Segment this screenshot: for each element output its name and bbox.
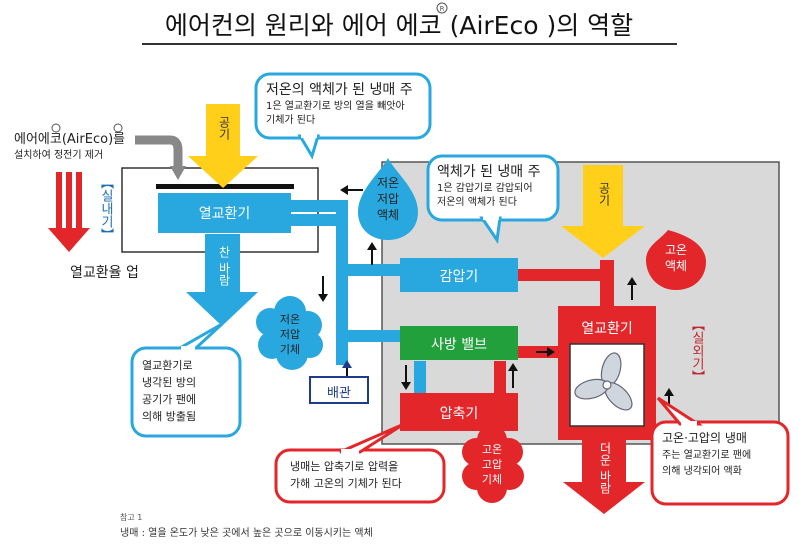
blue-piping	[290, 200, 426, 395]
bubble-mid-line1: 1은 감압기로 감압되어	[437, 183, 533, 194]
filter-bar	[156, 184, 294, 189]
cloud-low-gas-shape	[256, 296, 323, 370]
bubble-mid-line2: 저온의 액체가 된다	[437, 197, 517, 208]
air-right-arrow	[561, 165, 645, 258]
expansion-valve-label: 감압기	[439, 269, 479, 285]
air-right-label: 공기	[597, 182, 611, 206]
bubble-bottom: 냉매는 압축기로 압력을 가해 고온의 기체가 된다	[290, 458, 402, 492]
aireco-note-line2: 설치하여 정전기 제거	[14, 150, 104, 161]
cloud-high-gas-3: 기체	[481, 473, 503, 486]
fan-icon	[574, 352, 633, 411]
air-top-label: 공기	[217, 116, 231, 140]
cloud-high-gas-2: 고압	[481, 458, 503, 471]
cold-air-label: 찬 바람	[217, 246, 231, 286]
bubble-mid-head: 액체가 된 냉매 주	[437, 164, 541, 180]
bubble-left-line2: 냉각된 방의	[142, 376, 197, 389]
bubble-mid: 액체가 된 냉매 주 1은 감압기로 감압되어 저온의 액체가 된다	[437, 162, 541, 210]
drop-low-liquid-1: 저온	[376, 176, 400, 190]
flow-arrows	[318, 185, 674, 412]
outdoor-unit-label: 【실외기】	[689, 318, 704, 383]
cloud-low-gas-2: 저압	[279, 328, 301, 341]
four-way-valve-label: 사방 밸브	[431, 337, 487, 353]
bubble-bottom-line2: 가해 고온의 기체가 된다	[290, 477, 402, 490]
indoor-exchanger-label: 열교환기	[198, 206, 251, 222]
aireco-arrow	[135, 135, 183, 170]
cloud-low-gas-label: 저온 저압 기체	[266, 312, 314, 357]
bubble-left-line3: 공기가 팬에	[142, 393, 197, 406]
hot-air-label: 더운 바람	[598, 442, 612, 494]
page-title: 에어컨의 원리와 에어 에코 (AirEco )의 역할	[164, 11, 634, 40]
drop-low-liquid-shape	[358, 158, 418, 240]
hot-air-arrow	[563, 432, 645, 514]
bubble-left-line4: 의해 방출됨	[142, 410, 197, 423]
drop-high-liquid-1: 고온	[664, 243, 688, 257]
drop-high-liquid-2: 액체	[664, 259, 688, 273]
indoor-unit-label: 【실내기】	[98, 176, 113, 241]
aireco-note-line1: 에어에코(AirEco)를	[14, 132, 126, 147]
drop-low-liquid-label: 저온 저압 액체	[362, 175, 414, 223]
bubble-top: 저온의 액체가 된 냉매 주 1은 열교환기로 방의 열을 빼앗아 기체가 된다	[266, 80, 413, 128]
bubble-left-line1: 열교환기로	[142, 359, 193, 372]
four-way-valve-box	[400, 326, 518, 360]
air-top-arrow	[188, 104, 258, 188]
expansion-valve-box	[400, 258, 518, 292]
svg-text:R: R	[440, 5, 445, 13]
footnote-ref: 참고 1	[120, 513, 143, 522]
bubble-left: 열교환기로 냉각된 방의 공기가 팬에 의해 방출됨	[142, 357, 196, 425]
bubble-right-line1: 주는 열교환기로 팬에	[662, 450, 752, 461]
cloud-high-gas-label: 고온 고압 기체	[468, 442, 516, 487]
bubble-top-head: 저온의 액체가 된 냉매 주	[266, 82, 413, 98]
bubble-right-head: 고온·고압의 냉매	[662, 431, 747, 445]
drop-low-liquid-2: 저압	[376, 192, 400, 206]
piping-label: 배관	[327, 386, 351, 401]
bubble-right-shape	[650, 420, 790, 506]
registered-icon-small	[51, 123, 123, 133]
drop-low-liquid-3: 액체	[376, 208, 400, 222]
cold-air-arrow	[186, 234, 258, 326]
piping-label-box	[309, 376, 369, 404]
bubble-top-line1: 1은 열교환기로 방의 열을 빼앗아	[266, 101, 405, 112]
compressor-label: 압축기	[439, 406, 479, 422]
cloud-high-gas-1: 고온	[481, 443, 503, 456]
bubble-top-line2: 기체가 된다	[266, 115, 316, 126]
bubble-top-shape	[254, 72, 432, 140]
heat-exchange-up-label: 열교환율 업	[70, 265, 139, 281]
cloud-low-gas-3: 기체	[279, 343, 301, 356]
drop-high-liquid-label: 고온 액체	[650, 242, 702, 274]
bubble-bottom-line1: 냉매는 압축기로 압력을	[290, 460, 399, 473]
footnote-text: 냉매 : 열을 온도가 낮은 곳에서 높은 곳으로 이동시키는 액체	[120, 528, 373, 539]
drop-high-liquid-shape	[646, 230, 706, 290]
bubble-right: 고온·고압의 냉매 주는 열교환기로 팬에 의해 냉각되어 액화	[662, 428, 751, 480]
compressor-box	[400, 393, 518, 431]
registered-icon: R	[436, 2, 448, 14]
cloud-low-gas-1: 저온	[279, 313, 301, 326]
cloud-high-gas-shape	[462, 425, 524, 503]
indoor-exchanger-box	[158, 193, 291, 233]
title-divider	[142, 43, 677, 45]
outdoor-exchanger-label: 열교환기	[581, 321, 633, 337]
heat-up-arrow	[48, 172, 90, 252]
bubble-right-line2: 의해 냉각되어 액화	[662, 466, 742, 477]
